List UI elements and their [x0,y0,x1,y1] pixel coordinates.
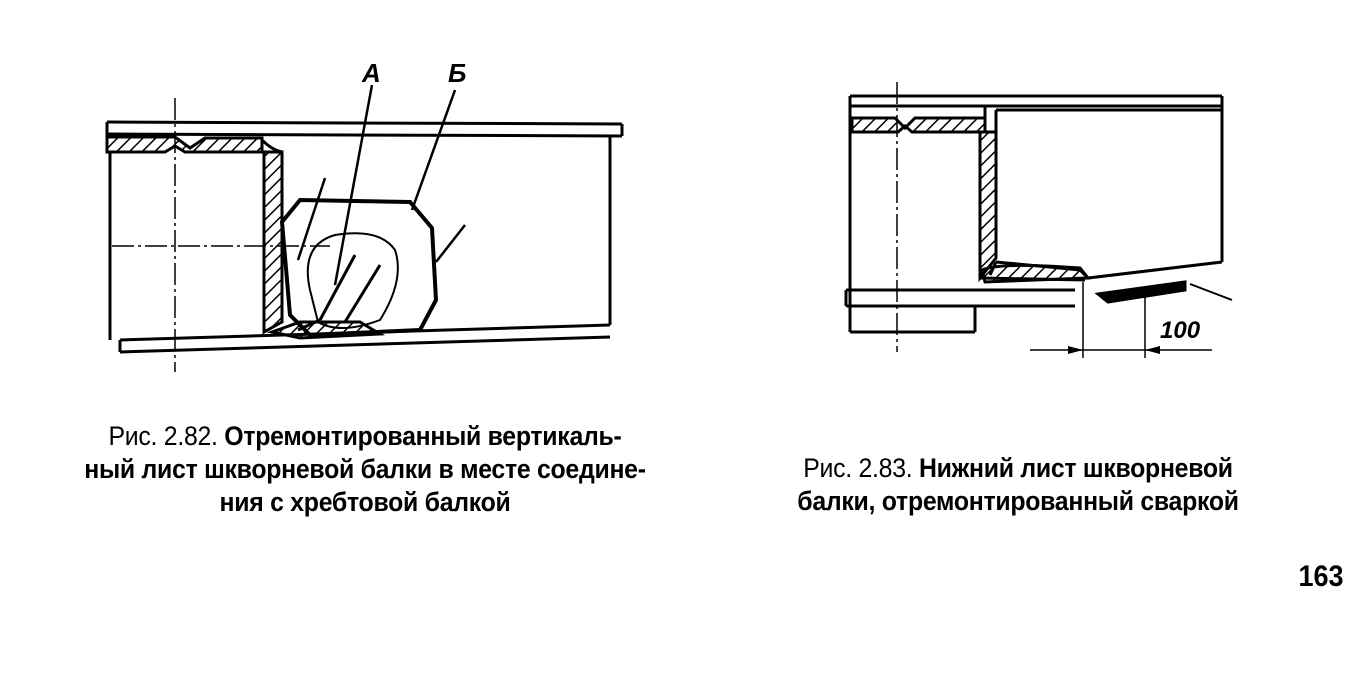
caption-line: ный лист шкворневой балки в месте соедин… [84,454,646,484]
caption-line: Отремонтированный вертикаль- [224,421,622,451]
figure-2-82-drawing: А Б [105,58,624,372]
caption-figure-2-83: Рис. 2.83. Нижний лист шкворневой балки,… [760,452,1275,518]
figure-2-83-drawing: 100 [844,82,1233,358]
dimension-label: 100 [1160,317,1201,344]
caption-figure-2-82: Рис. 2.82. Отремонтированный вертикаль- … [48,420,683,519]
caption-number: Рис. 2.83. [803,453,913,483]
label-b: Б [448,58,466,88]
caption-line: ния с хребтовой балкой [219,487,511,517]
caption-line: балки, отремонтированный сваркой [797,486,1239,516]
label-a: А [361,58,381,88]
caption-line: Нижний лист шкворневой [919,453,1233,483]
caption-number: Рис. 2.82. [108,421,218,451]
page-number: 163 [1298,560,1344,593]
